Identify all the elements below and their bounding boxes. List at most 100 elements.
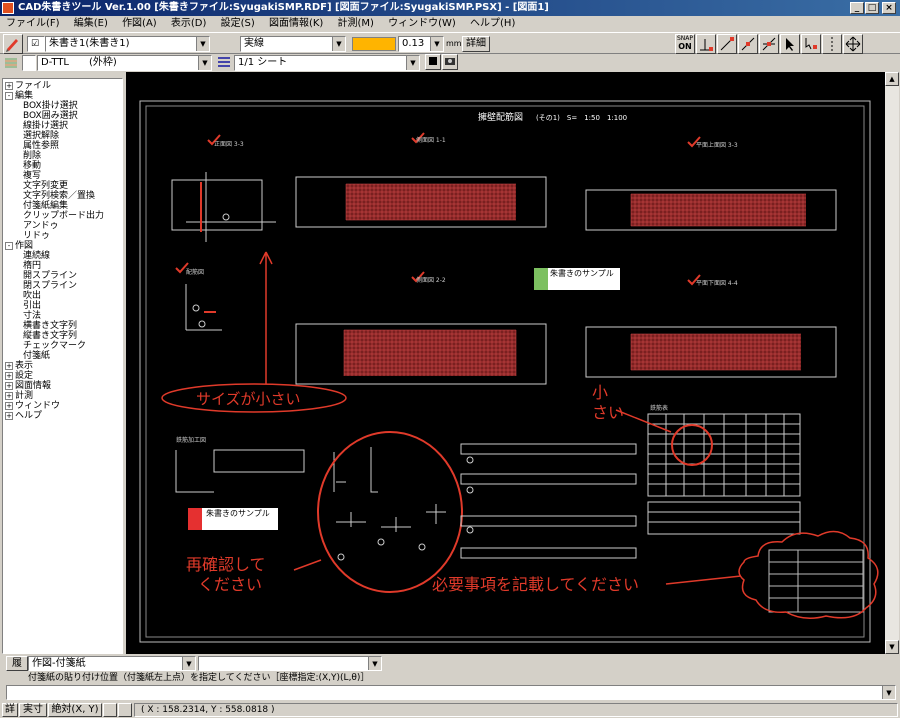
sheet-select[interactable]: 1/1 シート▼ xyxy=(234,55,420,71)
select-snap-icon[interactable] xyxy=(801,34,821,54)
tree-item[interactable]: 属性参照 xyxy=(23,141,59,151)
reconfirm-ellipse[interactable] xyxy=(317,431,463,593)
tree-item[interactable]: 引出 xyxy=(23,301,41,311)
tree-item[interactable]: 線掛け選択 xyxy=(23,121,68,131)
vertical-scrollbar[interactable]: ▲ ▼ xyxy=(885,72,899,654)
tree-item[interactable]: クリップボード出力 xyxy=(23,211,104,221)
snap-end-icon[interactable] xyxy=(717,34,737,54)
detail-button[interactable]: 詳細 xyxy=(462,36,490,52)
expand-icon[interactable]: + xyxy=(5,371,13,380)
command-input[interactable]: ▼ xyxy=(6,685,896,700)
tree-item[interactable]: 楕円 xyxy=(23,261,41,271)
snap-intersection-icon[interactable] xyxy=(759,34,779,54)
pen-icon[interactable] xyxy=(3,34,23,54)
menu-file[interactable]: ファイル(F) xyxy=(6,18,60,29)
tree-label: ファイル xyxy=(15,81,52,91)
tree-item[interactable]: リドゥ xyxy=(23,231,50,241)
layer2-checkbox[interactable] xyxy=(22,55,36,71)
snap-point-icon[interactable] xyxy=(696,34,716,54)
sheet-view-icon[interactable] xyxy=(442,54,458,70)
menu-window[interactable]: ウィンドウ(W) xyxy=(388,18,456,29)
menu-drawing-info[interactable]: 図面情報(K) xyxy=(268,18,324,29)
tree-item[interactable]: 縦書き文字列 xyxy=(23,331,77,341)
tree-item[interactable]: 移動 xyxy=(23,161,41,171)
layer-stack-icon[interactable] xyxy=(3,55,19,71)
history-tab[interactable]: 履 xyxy=(6,656,28,671)
tree-item[interactable]: 文字列検索／置換 xyxy=(23,191,95,201)
scroll-up-icon[interactable]: ▲ xyxy=(885,72,899,86)
scroll-down-icon[interactable]: ▼ xyxy=(885,640,899,654)
pointer-icon[interactable] xyxy=(780,34,800,54)
collapse-icon[interactable]: - xyxy=(5,91,13,100)
layer2-select[interactable]: D-TTL (外枠)▼ xyxy=(37,55,212,71)
tree-item[interactable]: アンドゥ xyxy=(23,221,59,231)
menu-help[interactable]: ヘルプ(H) xyxy=(470,18,516,29)
expand-icon[interactable]: + xyxy=(5,401,13,410)
tree-item[interactable]: チェックマーク xyxy=(23,341,86,351)
status-absolute[interactable]: 絶対(X, Y) xyxy=(48,703,102,717)
tree-label: チェックマーク xyxy=(23,341,87,351)
tree-item[interactable]: BOX囲み選択 xyxy=(23,111,78,121)
snap-mid-icon[interactable] xyxy=(738,34,758,54)
color-swatch[interactable] xyxy=(352,37,396,51)
expand-icon[interactable]: + xyxy=(5,81,13,90)
command-sub-select[interactable]: ▼ xyxy=(198,656,382,671)
tree-item[interactable]: 付箋紙編集 xyxy=(23,201,68,211)
menu-edit[interactable]: 編集(E) xyxy=(73,18,108,29)
tree-group[interactable]: +表示 xyxy=(5,361,33,371)
sheet-prev-icon[interactable] xyxy=(425,54,441,70)
layer-select[interactable]: 朱書き1(朱書き1)▼ xyxy=(45,36,210,52)
drawing-canvas[interactable]: 擁壁配筋図 (その1) S= 1:50 1:100 正面図 3-3 側面図 1-… xyxy=(126,72,885,654)
tree-item[interactable]: 文字列変更 xyxy=(23,181,68,191)
tree-group[interactable]: +ファイル xyxy=(5,81,51,91)
tree-group[interactable]: +ヘルプ xyxy=(5,411,42,421)
pan-icon[interactable] xyxy=(843,34,863,54)
tree-item[interactable]: BOX掛け選択 xyxy=(23,101,78,111)
tree-item[interactable]: 複写 xyxy=(23,171,41,181)
sheet-icon[interactable] xyxy=(216,55,232,71)
menu-draw[interactable]: 作図(A) xyxy=(122,18,157,29)
cloud-markup[interactable] xyxy=(738,530,879,619)
tree-item[interactable]: 閉スプライン xyxy=(23,281,77,291)
tree-group[interactable]: -編集 xyxy=(5,91,33,101)
tree-item[interactable]: 連続線 xyxy=(23,251,50,261)
menu-view[interactable]: 表示(D) xyxy=(170,18,207,29)
tree-item[interactable]: 寸法 xyxy=(23,311,41,321)
tree-group[interactable]: +設定 xyxy=(5,371,33,381)
close-button[interactable]: × xyxy=(882,2,896,14)
tree-item[interactable]: 吹出 xyxy=(23,291,41,301)
menu-measure[interactable]: 計測(M) xyxy=(337,18,374,29)
tree-group[interactable]: +計測 xyxy=(5,391,33,401)
expand-icon[interactable]: + xyxy=(5,361,13,370)
expand-icon[interactable]: + xyxy=(5,381,13,390)
tree-item[interactable]: 横書き文字列 xyxy=(23,321,77,331)
tree-item[interactable]: 付箋紙 xyxy=(23,351,50,361)
small-text-circle[interactable] xyxy=(671,424,713,466)
tree-group[interactable]: +ウィンドウ xyxy=(5,401,60,411)
minimize-button[interactable]: _ xyxy=(850,2,864,14)
tree-group[interactable]: +図面情報 xyxy=(5,381,51,391)
maximize-button[interactable]: □ xyxy=(865,2,879,14)
line-width-select[interactable]: 0.13▼ xyxy=(398,36,444,52)
tree-group[interactable]: -作図 xyxy=(5,241,33,251)
layer-checkbox[interactable]: ☑ xyxy=(27,36,45,52)
expand-icon[interactable]: + xyxy=(5,391,13,400)
linetype-select[interactable]: 実線▼ xyxy=(240,36,346,52)
command-mode-select[interactable]: 作図-付箋紙▼ xyxy=(28,656,196,671)
collapse-icon[interactable]: - xyxy=(5,241,13,250)
status-toggle-1[interactable] xyxy=(103,703,117,717)
tree-item[interactable]: 開スプライン xyxy=(23,271,77,281)
expand-icon[interactable]: + xyxy=(5,411,13,420)
sticky-note-2[interactable] xyxy=(188,508,278,530)
status-detail[interactable]: 詳 xyxy=(2,703,18,717)
rebar-shapes-group xyxy=(333,447,446,561)
tree-item[interactable]: 削除 xyxy=(23,151,41,161)
sticky-note-1[interactable] xyxy=(534,268,620,290)
status-toggle-2[interactable] xyxy=(118,703,132,717)
tree-item[interactable]: 選択解除 xyxy=(23,131,59,141)
tree-label: 閉スプライン xyxy=(23,281,78,291)
menu-settings[interactable]: 設定(S) xyxy=(220,18,255,29)
status-real-size[interactable]: 実寸 xyxy=(19,703,47,717)
snap-toggle-button[interactable]: SNAP ON xyxy=(675,34,695,54)
